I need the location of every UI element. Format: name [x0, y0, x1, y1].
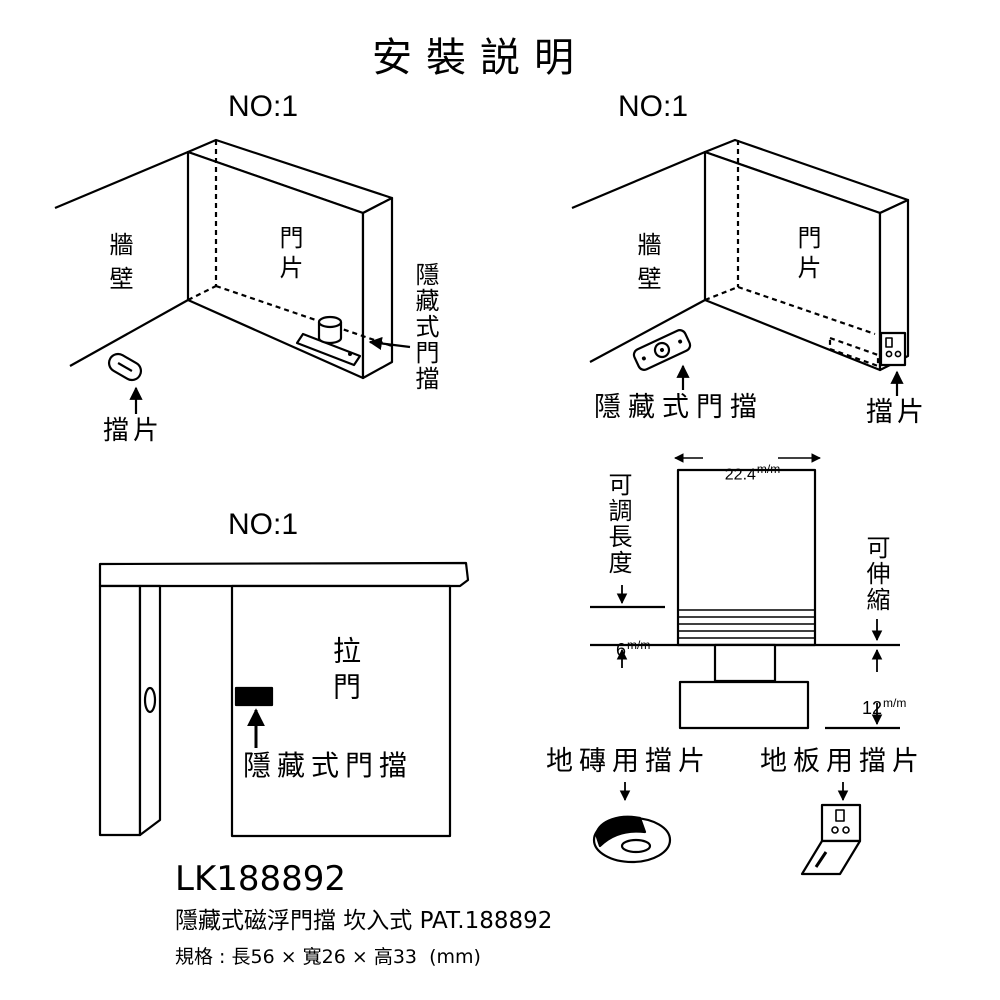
tile-plate-label: 地磚用擋片	[546, 746, 711, 777]
sliding-door	[230, 584, 452, 838]
wall-label: 牆壁	[633, 232, 661, 300]
bracket-hole	[894, 350, 902, 358]
floor-bracket-base-slot	[814, 851, 828, 868]
bracket-slot	[885, 337, 893, 348]
sliding-door-label: 拉門	[329, 636, 362, 708]
width-value: 22.4	[724, 466, 756, 484]
unit: m/m	[627, 638, 651, 652]
stopper-stem	[713, 643, 777, 683]
door-label: 門片	[275, 225, 303, 285]
post-stopper	[143, 686, 157, 714]
stopper-cylinder-top	[317, 315, 343, 329]
floor-bracket-hole	[842, 826, 850, 834]
product-spec: 規格 : 長56 × 寬26 × 高33 (mm)	[175, 946, 481, 968]
floor-edge	[589, 299, 706, 363]
floor-plate-label: 地板用擋片	[760, 746, 925, 777]
stopper-label: 隱藏式門擋	[594, 392, 764, 423]
floor-bracket-hole	[831, 826, 839, 834]
floor-bracket-upright	[820, 803, 862, 843]
stopper-body	[676, 468, 817, 647]
floor-edge	[69, 299, 189, 367]
extendable-dimension: 12m/m	[842, 679, 906, 735]
unit: m/m	[756, 462, 781, 476]
product-model: LK188892	[175, 859, 347, 899]
adjustable-length-label: 可調長度	[604, 472, 632, 576]
extendable-label: 可伸縮	[862, 535, 890, 613]
hidden-stopper-block	[234, 686, 274, 707]
bracket-hole	[885, 350, 893, 358]
floor-bracket-base	[800, 839, 862, 876]
panel-number: NO:1	[618, 90, 689, 123]
product-name: 隱藏式磁浮門擋 坎入式 PAT.188892	[175, 908, 553, 934]
stopper-plate	[295, 332, 362, 367]
panel-corner-a-drawing	[54, 138, 411, 414]
tile-plate-hole	[620, 838, 652, 854]
panel-dimensions-drawing	[590, 453, 900, 876]
adjustable-dimension: 6m/m	[596, 621, 650, 677]
panel-number: NO:1	[228, 508, 299, 541]
plate-label: 擋片	[866, 397, 928, 428]
extendable-value: 12	[862, 698, 883, 718]
floor-plate	[107, 352, 143, 382]
hidden-edge	[215, 284, 393, 348]
header-beam	[98, 561, 470, 588]
door-bracket	[879, 331, 907, 367]
plate-label: 擋片	[103, 416, 164, 446]
panel-number: NO:1	[228, 90, 299, 123]
hidden-edge	[737, 285, 876, 336]
wall-top-edge	[54, 150, 189, 210]
door-label: 門片	[793, 225, 821, 285]
hidden-edge	[704, 285, 739, 302]
panel-sliding-drawing	[98, 561, 470, 838]
panel-corner-b-drawing	[571, 138, 910, 396]
door-frame-post	[98, 584, 142, 837]
wall-top-edge	[571, 150, 706, 210]
plate-screw	[348, 352, 352, 356]
floor-bracket-slot	[835, 809, 845, 822]
stopper-label: 隱藏式門擋	[243, 749, 414, 782]
stopper-arrow	[368, 336, 411, 351]
door-side-face	[878, 198, 910, 372]
wall-label: 牆壁	[105, 232, 133, 300]
floor-stopper	[632, 329, 692, 371]
door-side-face	[361, 196, 394, 380]
stopper-base	[678, 680, 810, 730]
stopper-label: 隱藏式門擋	[411, 262, 439, 392]
unit: m/m	[883, 696, 907, 710]
width-dimension: 22.4m/m	[707, 447, 780, 499]
page-title: 安裝説明	[372, 35, 588, 81]
spring-stripes	[678, 609, 815, 639]
tile-plate-magnet	[594, 815, 647, 848]
adjustable-value: 6	[616, 640, 627, 660]
